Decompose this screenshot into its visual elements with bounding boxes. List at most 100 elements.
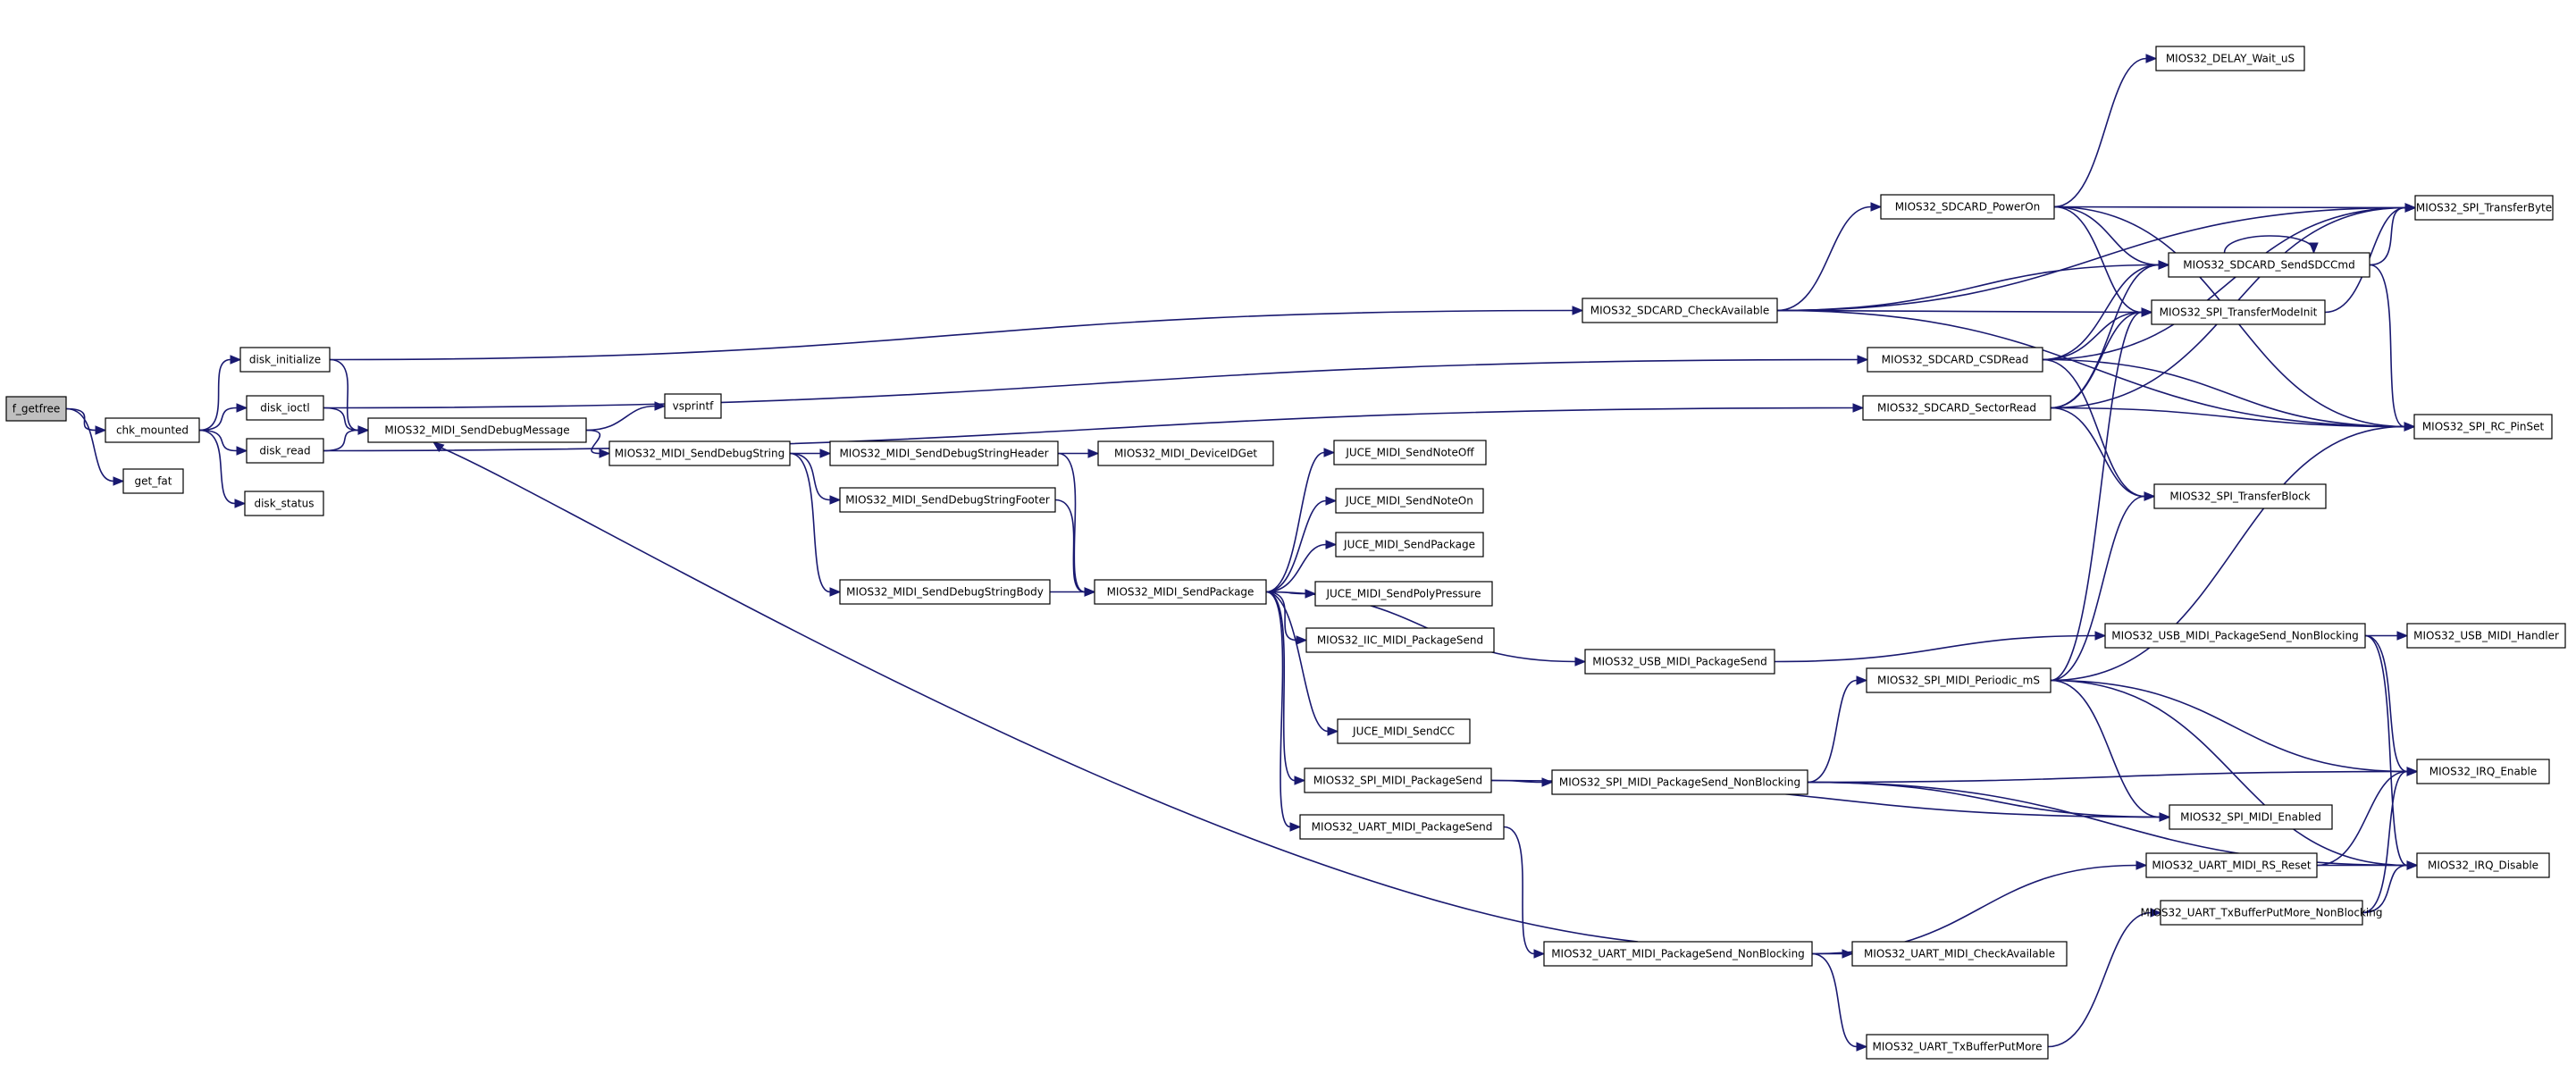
node-label: MIOS32_UART_TxBufferPutMore_NonBlocking (2141, 907, 2383, 919)
node-label: disk_status (254, 498, 314, 510)
node-box (2169, 804, 2333, 830)
node-deviceidget[interactable]: MIOS32_MIDI_DeviceIDGet (1097, 440, 1274, 466)
edge-arrowhead (2094, 631, 2107, 641)
edge-spi-packagesend-nb-to-irq-enable (1807, 767, 2419, 784)
node-juce-noteoff[interactable]: JUCE_MIDI_SendNoteOff (1333, 440, 1487, 465)
edge-line (2316, 770, 2408, 867)
edge-sendpackage-to-juce-cc (1265, 591, 1339, 736)
node-usb-packagesend[interactable]: MIOS32_USB_MIDI_PackageSend (1584, 649, 1775, 675)
edge-spi-periodic-to-spi-transferblock (2050, 491, 2156, 682)
edge-chk-mounted-to-disk-read (198, 429, 248, 456)
node-sd-csdread[interactable]: MIOS32_SDCARD_CSDRead (1867, 347, 2043, 373)
node-label: MIOS32_UART_TxBufferPutMore (1873, 1041, 2043, 1053)
edge-arrowhead (2135, 860, 2148, 870)
edge-arrowhead (236, 446, 248, 456)
edge-line (323, 358, 1859, 409)
node-iic-packagesend[interactable]: MIOS32_IIC_MIDI_PackageSend (1305, 627, 1495, 653)
node-f-getfree[interactable]: f_getfree (5, 396, 67, 422)
node-spi-packagesend[interactable]: MIOS32_SPI_MIDI_PackageSend (1304, 767, 1492, 793)
node-get-fat[interactable]: get_fat (122, 468, 184, 494)
node-usb-handler[interactable]: MIOS32_USB_MIDI_Handler (2406, 623, 2566, 649)
node-spi-packagesend-nb[interactable]: MIOS32_SPI_MIDI_PackageSend_NonBlocking (1551, 769, 1808, 795)
node-sd-sectorread[interactable]: MIOS32_SDCARD_SectorRead (1862, 395, 2052, 421)
node-label: MIOS32_SDCARD_CheckAvailable (1590, 305, 1769, 317)
node-box (122, 468, 184, 494)
node-label: JUCE_MIDI_SendNoteOn (1345, 495, 1473, 507)
node-spi-rc-pinset[interactable]: MIOS32_SPI_RC_PinSet (2413, 414, 2553, 440)
edge-arrowhead (1857, 355, 1869, 365)
node-uart-txputmore-nb[interactable]: MIOS32_UART_TxBufferPutMore_NonBlocking (2141, 900, 2383, 926)
edge-line (1776, 264, 2160, 312)
edge-senddebugstringheader-to-deviceidget (1057, 449, 1100, 458)
node-box (246, 395, 324, 421)
node-irq-enable[interactable]: MIOS32_IRQ_Enable (2416, 759, 2550, 784)
node-uart-packagesend-nb[interactable]: MIOS32_UART_MIDI_PackageSend_NonBlocking (1543, 941, 1813, 967)
node-sendpackage[interactable]: MIOS32_MIDI_SendPackage (1094, 579, 1267, 605)
node-label: MIOS32_SPI_MIDI_Periodic_mS (1877, 675, 2040, 687)
edge-line (2053, 205, 2143, 314)
edge-line (1776, 205, 1872, 312)
node-label: MIOS32_UART_MIDI_PackageSend_NonBlocking (1551, 948, 1805, 960)
node-vsprintf[interactable]: vsprintf (664, 393, 722, 419)
node-juce-polypressure[interactable]: JUCE_MIDI_SendPolyPressure (1314, 581, 1493, 607)
node-box (246, 438, 324, 464)
edge-arrowhead (1327, 726, 1339, 736)
edge-line (1265, 591, 1297, 642)
node-senddebugstringbody[interactable]: MIOS32_MIDI_SendDebugStringBody (839, 579, 1051, 605)
node-disk-read[interactable]: disk_read (246, 438, 324, 464)
edge-line (2042, 358, 2405, 428)
node-irq-disable[interactable]: MIOS32_IRQ_Disable (2416, 852, 2550, 878)
edge-arrowhead (2150, 908, 2162, 918)
node-uart-txputmore[interactable]: MIOS32_UART_TxBufferPutMore (1866, 1034, 2049, 1060)
node-disk-status[interactable]: disk_status (244, 491, 324, 516)
edge-line (1265, 499, 1327, 593)
node-sd-sendsdccmd[interactable]: MIOS32_SDCARD_SendSDCCmd (2168, 252, 2370, 278)
node-sd-checkavailable[interactable]: MIOS32_SDCARD_CheckAvailable (1582, 298, 1778, 323)
node-box (2153, 483, 2327, 509)
node-uart-checkavailable[interactable]: MIOS32_UART_MIDI_CheckAvailable (1851, 941, 2068, 967)
edge-sendpackage-to-juce-noteoff (1265, 448, 1336, 593)
node-sd-poweron[interactable]: MIOS32_SDCARD_PowerOn (1880, 194, 2055, 220)
node-disk-initialize[interactable]: disk_initialize (239, 347, 331, 373)
node-box (1305, 627, 1495, 653)
node-spi-enabled[interactable]: MIOS32_SPI_MIDI_Enabled (2169, 804, 2333, 830)
node-senddebugstringheader[interactable]: MIOS32_MIDI_SendDebugStringHeader (829, 440, 1059, 466)
edge-usb-packagesend-nb-to-irq-enable (2364, 634, 2419, 776)
edge-uart-packagesend-nb-to-uart-txputmore (1811, 952, 1868, 1052)
node-uart-packagesend[interactable]: MIOS32_UART_MIDI_PackageSend (1299, 814, 1505, 840)
node-disk-ioctl[interactable]: disk_ioctl (246, 395, 324, 421)
edge-line (2050, 679, 2161, 818)
edge-line (1265, 591, 1296, 782)
edge-disk-initialize-to-senddebugmessage (329, 358, 370, 435)
node-spi-transferblock[interactable]: MIOS32_SPI_TransferBlock (2153, 483, 2327, 509)
edge-arrowhead (1870, 202, 1883, 212)
edge-sd-sectorread-to-spi-transferblock (2050, 407, 2156, 501)
edge-arrowhead (829, 587, 842, 597)
node-senddebugstring[interactable]: MIOS32_MIDI_SendDebugString (608, 440, 791, 466)
edge-line (585, 429, 601, 455)
node-box (2168, 252, 2370, 278)
node-usb-packagesend-nb[interactable]: MIOS32_USB_MIDI_PackageSend_NonBlocking (2104, 623, 2366, 649)
edge-line (198, 429, 238, 452)
node-juce-noteon[interactable]: JUCE_MIDI_SendNoteOn (1335, 488, 1484, 514)
node-spi-periodic[interactable]: MIOS32_SPI_MIDI_Periodic_mS (1866, 667, 2052, 693)
edge-arrowhead (2396, 631, 2409, 641)
node-senddebugmessage[interactable]: MIOS32_MIDI_SendDebugMessage (367, 417, 587, 443)
node-spi-transfermodeinit[interactable]: MIOS32_SPI_TransferModeInit (2151, 299, 2326, 325)
node-uart-rs-reset[interactable]: MIOS32_UART_MIDI_RS_Reset (2145, 852, 2318, 878)
edge-line (2050, 425, 2405, 682)
node-chk-mounted[interactable]: chk_mounted (105, 417, 200, 443)
node-box (2151, 299, 2326, 325)
node-spi-transferbyte[interactable]: MIOS32_SPI_TransferByte (2414, 195, 2554, 221)
edge-line (1807, 781, 2161, 818)
node-juce-package[interactable]: JUCE_MIDI_SendPackage (1335, 532, 1484, 558)
node-box (1862, 395, 2052, 421)
edge-senddebugstring-to-senddebugstringheader (789, 449, 832, 458)
edge-line (440, 447, 1639, 943)
node-senddebugstringfooter[interactable]: MIOS32_MIDI_SendDebugStringFooter (839, 487, 1056, 513)
node-delay-wait[interactable]: MIOS32_DELAY_Wait_uS (2155, 46, 2305, 71)
edge-arrowhead (1856, 675, 1868, 685)
node-label: MIOS32_USB_MIDI_PackageSend_NonBlocking (2111, 630, 2358, 642)
node-juce-cc[interactable]: JUCE_MIDI_SendCC (1337, 718, 1471, 744)
edge-line (1265, 591, 1291, 828)
